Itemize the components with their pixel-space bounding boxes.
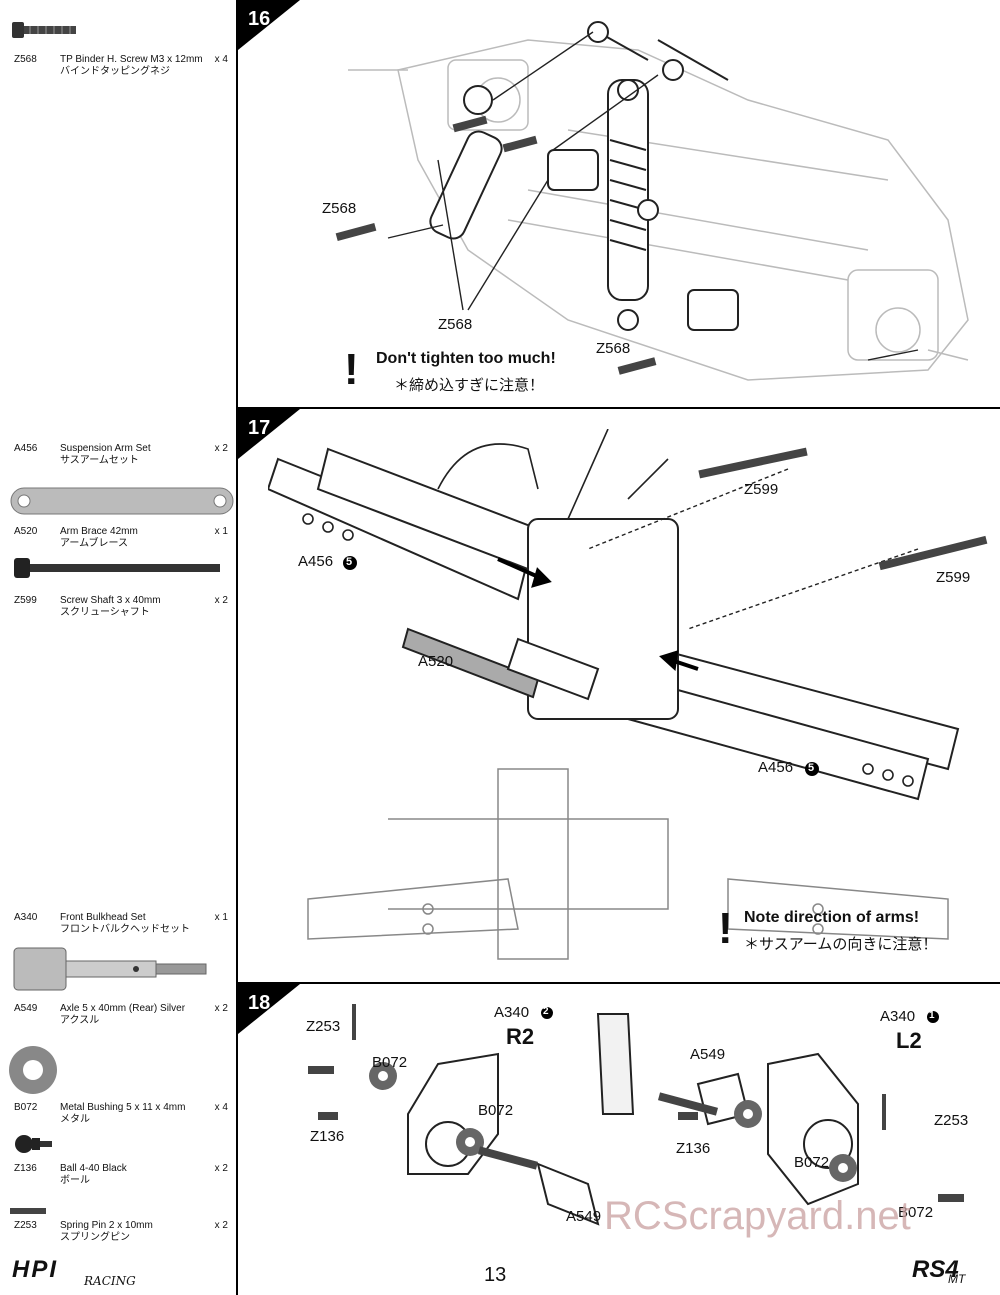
callout-label: B072 (372, 1054, 408, 1071)
marker-circle-icon (805, 762, 819, 776)
callout-label: Z568 (438, 316, 473, 333)
part-qty: x 2 (214, 443, 228, 454)
part-code: A340 (14, 912, 38, 923)
step-number: 18 (248, 992, 271, 1014)
callout-label: A456 (298, 553, 334, 570)
part-qty: x 2 (214, 1220, 228, 1231)
hpi-logo: HPI (12, 1256, 59, 1283)
callout-label: A456 (758, 759, 794, 776)
callout-label: Z136 (676, 1140, 711, 1157)
marker-circle-icon (927, 1011, 939, 1023)
step-badge (238, 409, 300, 459)
step-divider (236, 982, 1000, 984)
callout-label: Z568 (322, 200, 357, 217)
callout-label: A549 (566, 1208, 602, 1225)
part-code: A520 (14, 526, 38, 537)
step-badge (238, 984, 300, 1034)
callout-label: B072 (794, 1154, 830, 1171)
side-label: L2 (896, 1028, 922, 1053)
screw-image (12, 22, 76, 38)
callout-label: B072 (898, 1204, 934, 1221)
marker-number: 2 (543, 1006, 549, 1017)
callout-label: A340 (880, 1008, 916, 1025)
page-number: 13 (484, 1264, 507, 1286)
bulkhead-assembly-drawing (308, 1004, 964, 1226)
callout-label: A340 (494, 1004, 530, 1021)
part-code: B072 (14, 1102, 38, 1113)
arm-brace-image (10, 487, 234, 515)
warning-text-jp: ＊締め込すぎに注意！ (394, 377, 545, 394)
pin-image (10, 1208, 46, 1214)
part-code: Z568 (14, 54, 37, 65)
callout-label: Z253 (306, 1018, 341, 1035)
sidebar-divider (236, 0, 238, 1295)
callout-label: Z568 (596, 340, 631, 357)
screw-shaft-image (14, 558, 220, 578)
callout-label: A549 (690, 1046, 726, 1063)
part-qty: x 4 (214, 1102, 228, 1113)
step-divider (236, 407, 1000, 409)
mt-logo-text: MT (948, 1272, 966, 1286)
part-qty: x 1 (214, 912, 228, 923)
step-16-panel: 16 (238, 0, 1000, 407)
part-code: Z136 (14, 1163, 37, 1174)
step-17-panel: 17 (238, 409, 1000, 982)
marker-number: 5 (346, 556, 353, 568)
step-number: 16 (248, 8, 271, 30)
marker-circle-icon (343, 556, 357, 570)
racing-logo-text: RACING (84, 1274, 136, 1288)
axle-image (13, 947, 207, 991)
watermark-text: RCScrapyard.net (604, 1194, 911, 1238)
part-qty: x 1 (214, 526, 228, 537)
part-code: Z253 (14, 1220, 37, 1231)
callout-label: A520 (418, 653, 454, 670)
part-qty: x 2 (214, 1003, 228, 1014)
warning-text: Note direction of arms! (744, 909, 920, 926)
part-code: A549 (14, 1003, 38, 1014)
bushing-image (9, 1046, 57, 1094)
callout-label: Z253 (934, 1112, 969, 1129)
callout-label: Z136 (310, 1128, 345, 1145)
step-badge (238, 0, 300, 50)
warning-icon: ! (718, 904, 733, 953)
step-number: 17 (248, 417, 271, 439)
warning-text-jp: ＊サスアームの向きに注意！ (744, 936, 938, 953)
ball-image (15, 1135, 52, 1153)
part-code: A456 (14, 443, 38, 454)
marker-number: 5 (808, 762, 815, 774)
shock-assembly-drawing (335, 21, 969, 381)
part-code: Z599 (14, 595, 37, 606)
rs4-logo: RS4 (912, 1256, 959, 1283)
suspension-arm-drawing (268, 429, 988, 960)
side-label: R2 (506, 1024, 535, 1049)
marker-number: 1 (929, 1010, 935, 1021)
warning-text: Don't tighten too much! (376, 350, 556, 367)
part-qty: x 2 (214, 595, 228, 606)
part-qty: x 2 (214, 1163, 228, 1174)
callout-label: Z599 (744, 481, 779, 498)
part-qty: x 4 (214, 54, 228, 65)
callout-label: B072 (478, 1102, 514, 1119)
callout-label: Z599 (936, 569, 971, 586)
step-18-panel: 18 Z253 B072 Z136 B072 A340 2 R2 A549 (238, 984, 1000, 1295)
marker-circle-icon (541, 1007, 553, 1019)
warning-icon: ! (344, 345, 359, 394)
